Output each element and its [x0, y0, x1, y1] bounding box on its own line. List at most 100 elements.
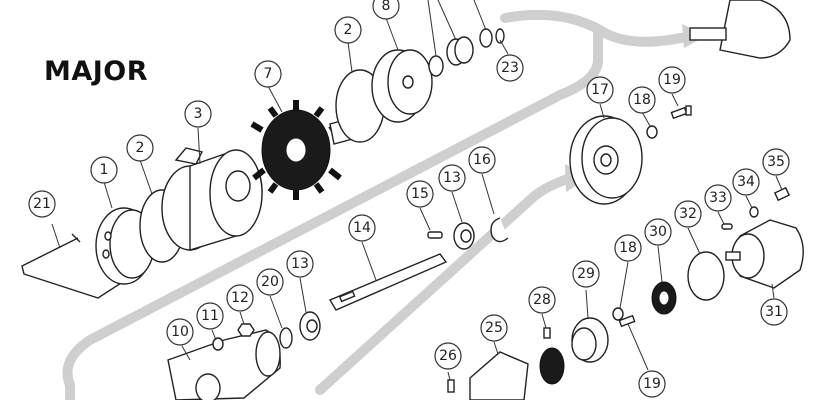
part-18-washer-lower — [612, 307, 624, 321]
callout-circle — [334, 16, 362, 44]
callout-number: 12 — [231, 290, 249, 306]
callout-35: 35 — [762, 148, 790, 176]
callout-circle — [586, 76, 614, 104]
part-28-grub-screw — [543, 327, 551, 339]
callout-circle — [674, 200, 702, 228]
callout-23: 23 — [496, 54, 524, 82]
callout-number: 19 — [663, 72, 681, 88]
part-10-bearing-housing — [167, 329, 281, 400]
callout-19: 19 — [638, 370, 666, 398]
callout-number: 21 — [33, 196, 51, 212]
part-25-bracket — [469, 351, 529, 400]
callout-13: 13 — [438, 164, 466, 192]
callout-circle — [184, 100, 212, 128]
callout-number: 26 — [439, 348, 457, 364]
callout-16: 16 — [468, 146, 496, 174]
leader-lines — [51, 17, 783, 381]
callout-number: 1 — [100, 162, 109, 178]
callout-circle — [628, 86, 656, 114]
diagram-title: MAJOR — [44, 56, 149, 87]
callout-34: 34 — [732, 168, 760, 196]
part-top-housing — [689, 0, 791, 59]
callout-29: 29 — [572, 260, 600, 288]
callout-7: 7 — [254, 60, 282, 88]
callout-circle — [348, 214, 376, 242]
callout-number: 20 — [261, 274, 279, 290]
part-seal-set — [427, 0, 505, 77]
callout-circle — [732, 168, 760, 196]
part-19-screw-lower — [618, 314, 636, 328]
callout-circle — [372, 0, 400, 20]
part-33-key — [721, 223, 733, 230]
part-20-o-ring — [279, 327, 293, 349]
callout-circle — [480, 314, 508, 342]
callout-2: 2 — [126, 134, 154, 162]
callout-circle — [704, 184, 732, 212]
callout-10: 10 — [166, 318, 194, 346]
callout-31: 31 — [760, 298, 788, 326]
part-35-screw — [773, 186, 791, 202]
callout-circle — [166, 318, 194, 346]
callout-11: 11 — [196, 302, 224, 330]
callout-28: 28 — [528, 286, 556, 314]
part-14-shaft — [328, 253, 448, 311]
callout-circle — [762, 148, 790, 176]
callout-3: 3 — [184, 100, 212, 128]
callout-2: 2 — [334, 16, 362, 44]
callout-30: 30 — [644, 218, 672, 246]
callout-number: 17 — [591, 82, 609, 98]
part-3-pump-body — [161, 147, 263, 251]
callout-18: 18 — [614, 234, 642, 262]
part-31-gear-housing — [725, 219, 804, 289]
callout-number: 10 — [171, 324, 189, 340]
part-13-bearing — [453, 222, 475, 250]
callout-number: 3 — [194, 106, 203, 122]
callout-number: 34 — [737, 174, 755, 190]
callout-20: 20 — [256, 268, 284, 296]
callout-number: 18 — [633, 92, 651, 108]
part-7-impeller — [250, 100, 357, 200]
callout-number: 13 — [443, 170, 461, 186]
callout-circle — [434, 342, 462, 370]
callout-number: 13 — [291, 256, 309, 272]
part-16-circlip — [490, 217, 509, 243]
callout-33: 33 — [704, 184, 732, 212]
callout-number: 30 — [649, 224, 667, 240]
callout-25: 25 — [480, 314, 508, 342]
callout-circle — [658, 66, 686, 94]
callout-number: 7 — [264, 66, 273, 82]
callout-number: 31 — [765, 304, 783, 320]
callout-21: 21 — [28, 190, 56, 218]
part-8-wear-plate — [371, 49, 433, 123]
callout-number: 16 — [473, 152, 491, 168]
callout-number: 35 — [767, 154, 785, 170]
part-13-bearing-lower — [299, 311, 321, 341]
callout-circle — [28, 190, 56, 218]
callout-circle — [286, 250, 314, 278]
part-26-set-screw — [447, 379, 455, 393]
callout-circle — [256, 268, 284, 296]
callout-number: 14 — [353, 220, 371, 236]
callout-number: 25 — [485, 320, 503, 336]
callout-circle — [406, 180, 434, 208]
callout-circle — [572, 260, 600, 288]
callout-14: 14 — [348, 214, 376, 242]
part-34-washer — [749, 206, 759, 218]
callout-1: 1 — [90, 156, 118, 184]
part-12-nut — [237, 323, 255, 337]
part-19-screw — [670, 105, 692, 120]
callout-number: 18 — [619, 240, 637, 256]
part-15-key — [427, 231, 443, 239]
callout-number: 15 — [411, 186, 429, 202]
part-29-coupling — [539, 317, 609, 385]
callout-circle — [226, 284, 254, 312]
callout-circle — [468, 146, 496, 174]
part-17-pulley — [569, 115, 643, 205]
callout-circle — [496, 54, 524, 82]
callout-circle — [644, 218, 672, 246]
callout-number: 8 — [382, 0, 391, 14]
callout-circle — [126, 134, 154, 162]
part-11-washer — [212, 337, 224, 351]
callout-number: 29 — [577, 266, 595, 282]
callout-number: 2 — [344, 22, 353, 38]
